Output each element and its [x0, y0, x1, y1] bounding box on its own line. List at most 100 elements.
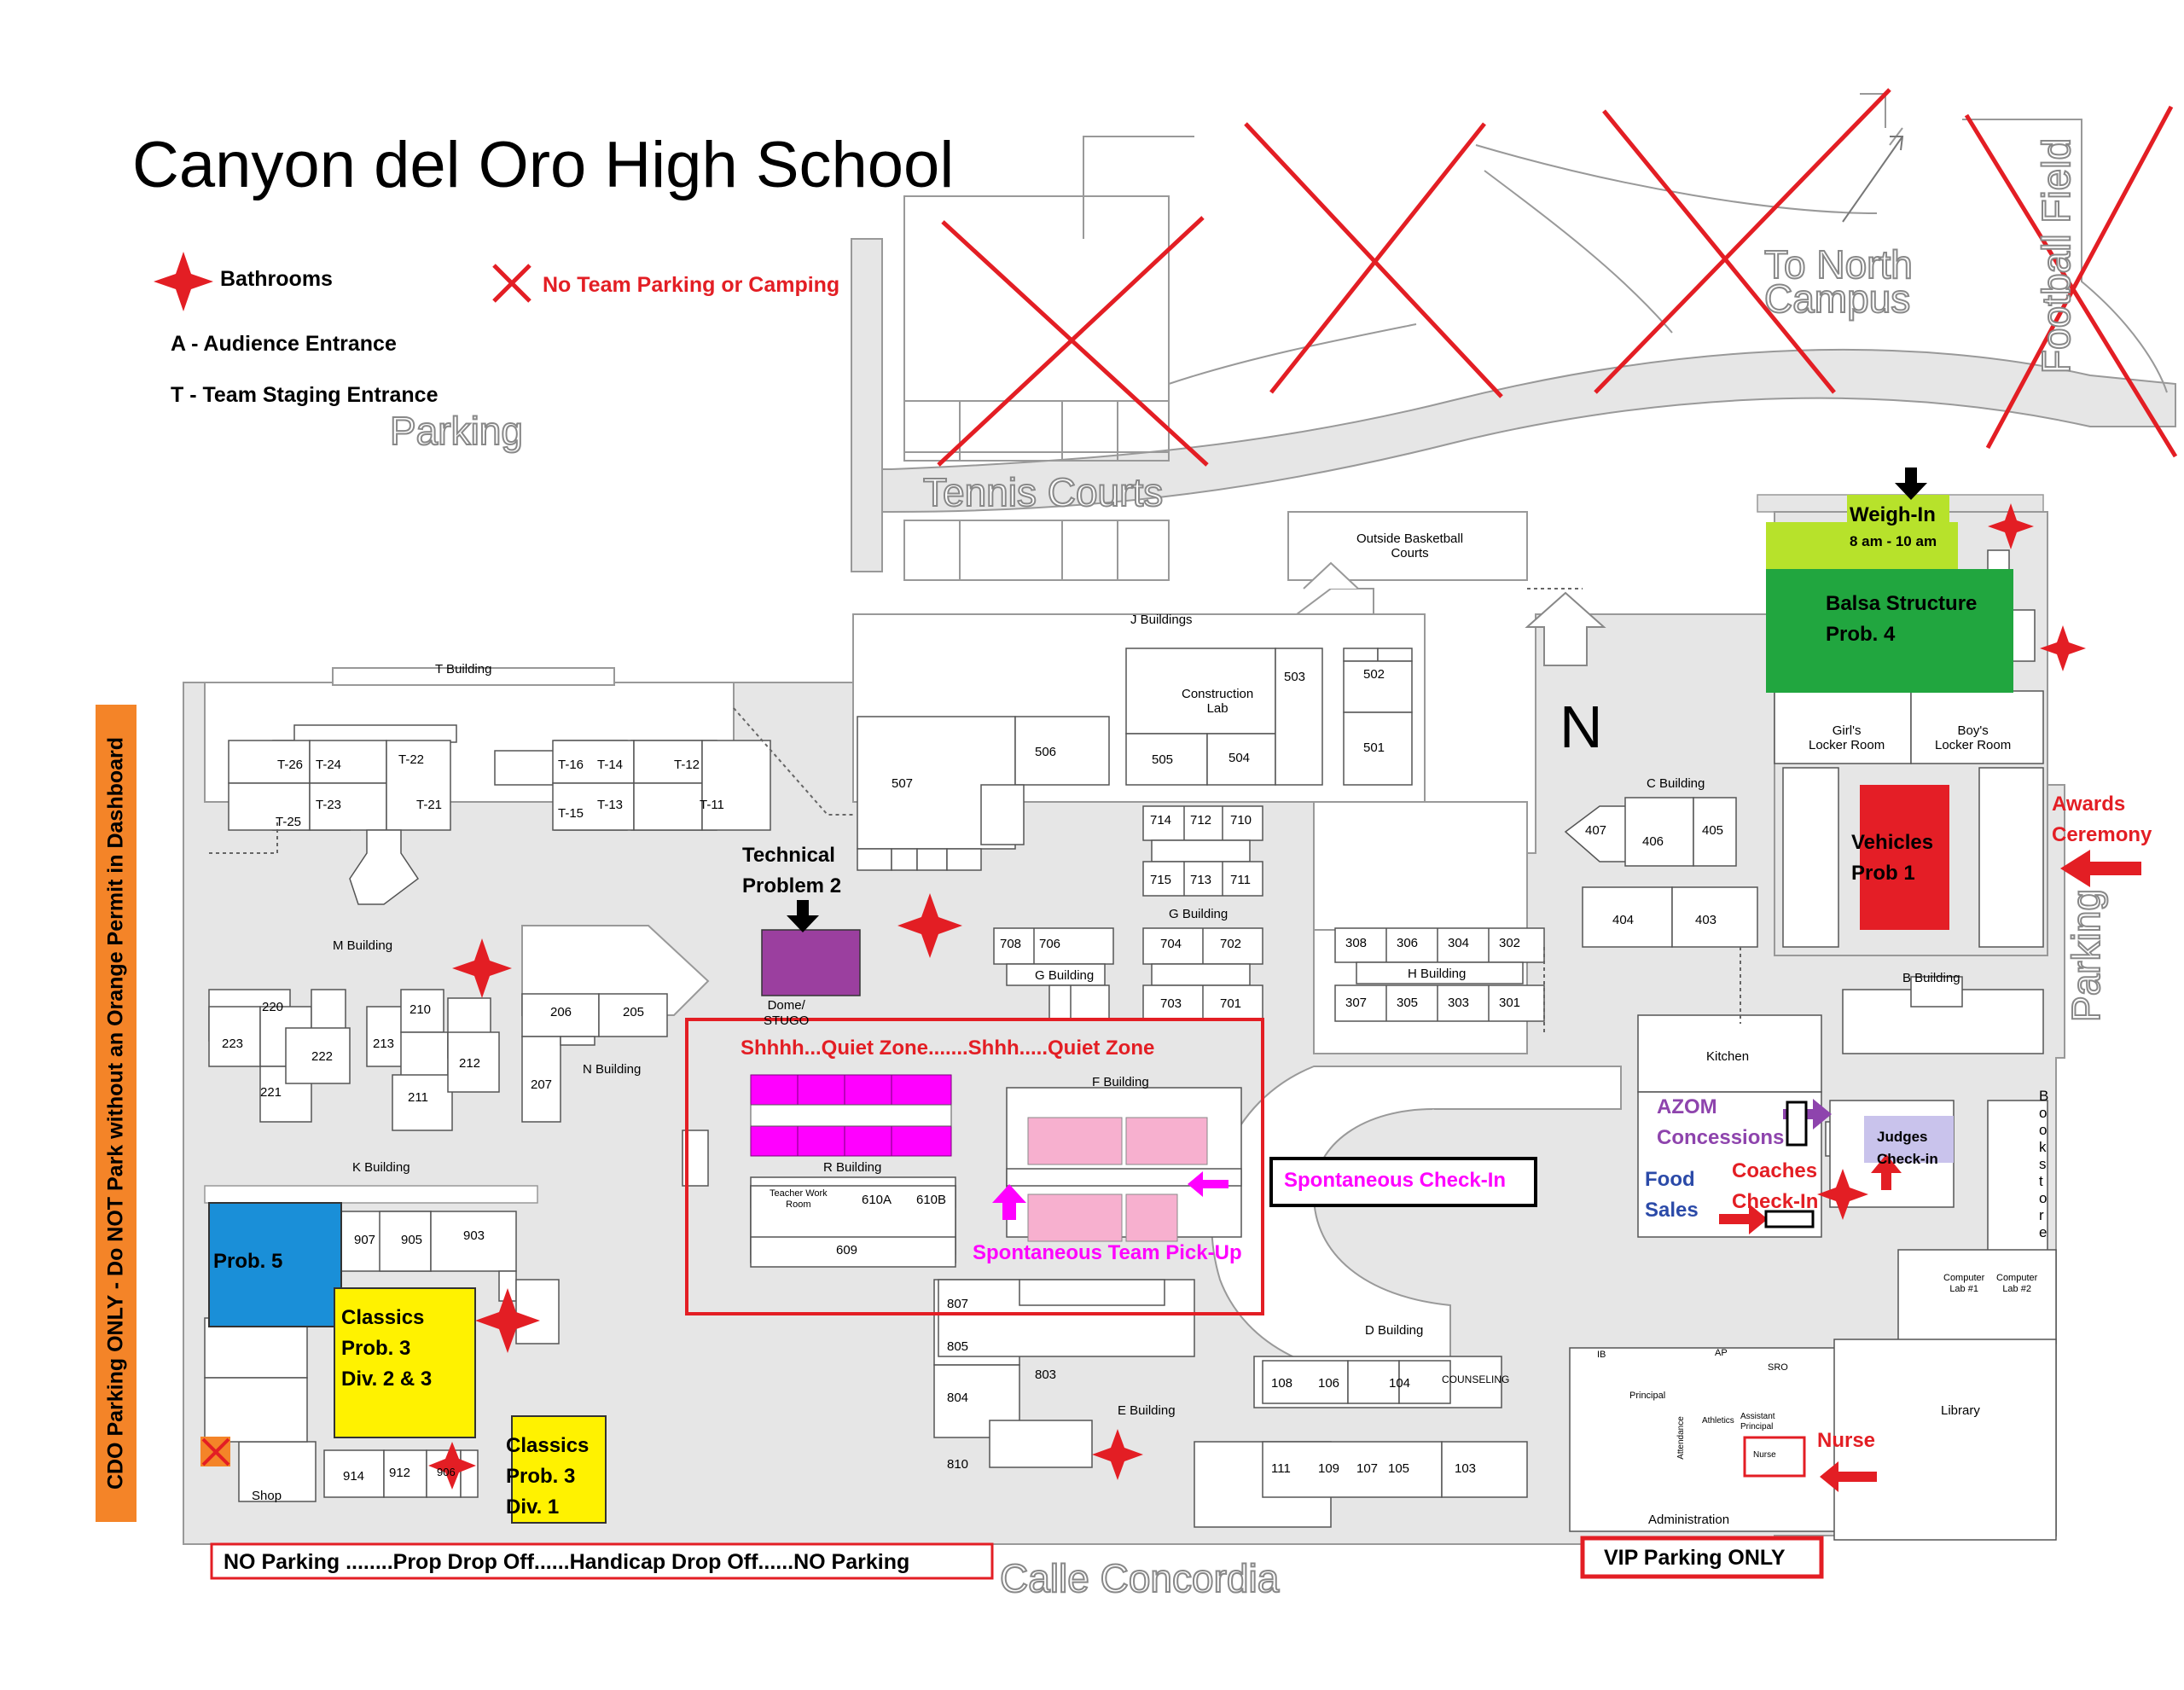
room-205: 205 — [623, 1005, 645, 1019]
classics-b-line-2: Prob. 3 — [506, 1465, 576, 1488]
room-t16: T-16 — [558, 758, 584, 772]
room-407: 407 — [1585, 823, 1607, 838]
boys-line-1: Boy's — [1957, 723, 1989, 738]
bottom-no-parking-notice: NO Parking ........Prop Drop Off......Ha… — [224, 1550, 910, 1574]
bookstore-label: Bookstore — [2039, 1088, 2049, 1240]
room-207: 207 — [531, 1077, 553, 1092]
room-308: 308 — [1345, 936, 1368, 950]
room-713: 713 — [1190, 873, 1212, 887]
g-building-label: G Building — [1169, 907, 1228, 921]
room-912: 912 — [389, 1466, 411, 1480]
room-302: 302 — [1499, 936, 1521, 950]
parking-permit-notice: CDO Parking ONLY - Do NOT Park without a… — [96, 705, 136, 1522]
nurse-room-label: Nurse — [1753, 1450, 1776, 1460]
room-t22: T-22 — [398, 752, 425, 767]
judges-line-2: Check-in — [1877, 1151, 1938, 1167]
parking-label-top: Parking — [389, 408, 524, 454]
room-307: 307 — [1345, 996, 1368, 1010]
balsa-line-2: Prob. 4 — [1826, 623, 1896, 646]
room-701: 701 — [1220, 996, 1242, 1011]
room-306: 306 — [1397, 936, 1419, 950]
room-t21: T-21 — [416, 798, 443, 812]
room-706: 706 — [1039, 937, 1061, 951]
room-702: 702 — [1220, 937, 1242, 951]
legend-bathrooms: Bathrooms — [220, 267, 333, 291]
room-610b: 610B — [916, 1193, 947, 1207]
legend-no-parking: No Team Parking or Camping — [543, 273, 840, 297]
classics-b-line-1: Classics — [506, 1434, 590, 1457]
room-807: 807 — [947, 1297, 969, 1311]
room-t14: T-14 — [597, 758, 624, 772]
asst-line-2: Principal — [1740, 1422, 1774, 1432]
room-704: 704 — [1160, 937, 1182, 951]
athletics-label: Athletics — [1702, 1416, 1734, 1426]
legend-audience-entrance: A - Audience Entrance — [171, 332, 397, 356]
north-indicator: N — [1560, 694, 1603, 760]
room-104: 104 — [1389, 1376, 1411, 1391]
shop-label: Shop — [252, 1489, 282, 1503]
boys-line-2: Locker Room — [1935, 738, 2012, 752]
legend-team-entrance: T - Team Staging Entrance — [171, 383, 439, 407]
t-building-label: T Building — [435, 662, 492, 677]
basketball-line-2: Courts — [1391, 546, 1429, 560]
room-708: 708 — [1000, 937, 1022, 951]
construction-line-1: Construction — [1182, 687, 1254, 701]
teacher-line-1: Teacher Work — [770, 1188, 828, 1199]
room-403: 403 — [1695, 913, 1717, 927]
classics-a-line-1: Classics — [341, 1306, 425, 1329]
tennis-courts-label: Tennis Courts — [922, 469, 1164, 515]
construction-line-2: Lab — [1206, 701, 1228, 716]
counseling-label: COUNSELING — [1442, 1373, 1510, 1385]
balsa-line-1: Balsa Structure — [1826, 592, 1978, 615]
room-t13: T-13 — [597, 798, 624, 812]
k-building-label: K Building — [352, 1160, 410, 1175]
room-502: 502 — [1363, 667, 1385, 682]
room-906: 906 — [437, 1466, 456, 1478]
room-805: 805 — [947, 1339, 969, 1354]
quiet-zone-label: Shhhh...Quiet Zone.......Shhh.....Quiet … — [741, 1037, 1155, 1060]
h-building-label: H Building — [1408, 967, 1467, 981]
dome-line-1: Dome/ — [767, 998, 805, 1013]
room-t24: T-24 — [316, 758, 342, 772]
room-106: 106 — [1318, 1376, 1340, 1391]
room-406: 406 — [1642, 834, 1664, 849]
classics-a-line-2: Prob. 3 — [341, 1337, 411, 1360]
weigh-in-time: 8 am - 10 am — [1850, 533, 1937, 549]
principal-label: Principal — [1629, 1391, 1666, 1401]
coaches-line-2: Check-In — [1732, 1190, 1819, 1213]
library-label: Library — [1941, 1403, 1980, 1418]
prob5-label: Prob. 5 — [213, 1250, 283, 1273]
room-sro: SRO — [1768, 1362, 1788, 1373]
r-building-label: R Building — [823, 1160, 882, 1175]
parking-label-right: Parking — [2063, 888, 2109, 1023]
room-212: 212 — [459, 1056, 481, 1071]
teacher-line-2: Room — [786, 1199, 811, 1210]
room-810: 810 — [947, 1457, 969, 1472]
food-line-1: Food — [1645, 1168, 1695, 1191]
girls-line-2: Locker Room — [1809, 738, 1885, 752]
awards-line-1: Awards — [2052, 793, 2126, 816]
page-title: Canyon del Oro High School — [132, 129, 955, 201]
comp2-line-1: Computer — [1996, 1273, 2038, 1283]
room-211: 211 — [408, 1090, 428, 1105]
asst-line-1: Assistant — [1740, 1412, 1775, 1421]
azom-line-1: AZOM — [1657, 1095, 1717, 1118]
weigh-in-label: Weigh-In — [1850, 503, 1936, 526]
room-506: 506 — [1035, 745, 1057, 759]
room-905: 905 — [401, 1233, 423, 1247]
g-building-label-2: G Building — [1035, 968, 1095, 983]
room-404: 404 — [1612, 913, 1635, 927]
vehicles-line-2: Prob 1 — [1851, 862, 1915, 885]
